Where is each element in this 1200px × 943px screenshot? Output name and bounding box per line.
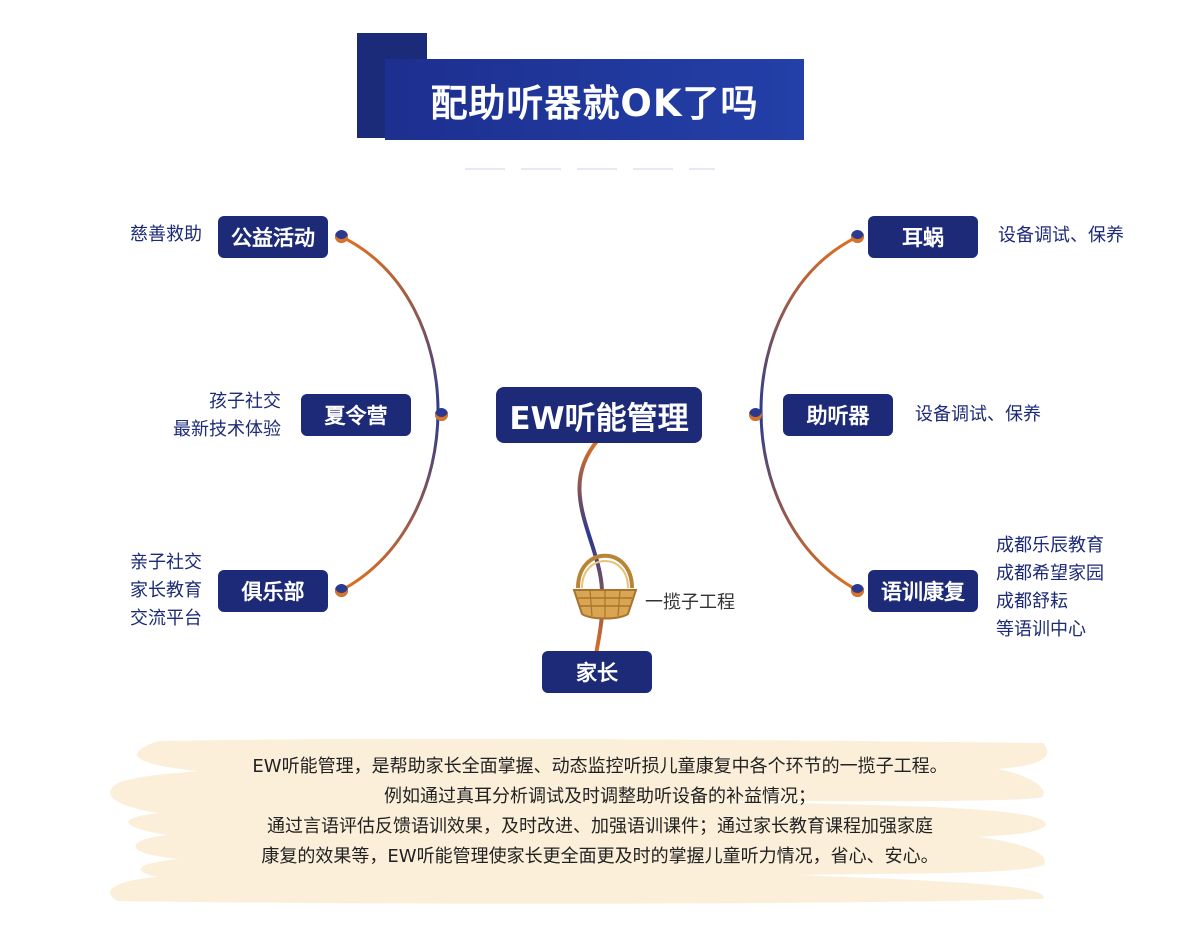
note-club: 亲子社交 家长教育 交流平台 [130,552,202,629]
note-summer-camp: 孩子社交 最新技术体验 [173,391,281,440]
basket-icon [572,553,638,620]
description-text: EW听能管理，是帮助家长全面掌握、动态监控听损儿童康复中各个环节的一揽子工程。 … [252,756,948,867]
center-stem [577,438,605,656]
note-cochlear-implant: 设备调试、保养 [998,225,1124,246]
node-speech-rehab: 语训康复 [868,570,978,612]
left-bottom-dot [335,584,348,597]
node-club: 俱乐部 [218,570,328,612]
note-hearing-aid: 设备调试、保养 [915,404,1041,425]
node-charity: 公益活动 [218,216,328,258]
left-top-dot [335,230,348,243]
right-mid-dot [749,408,762,421]
page-title: 配助听器就OK了吗 [385,59,804,140]
node-parents: 家长 [542,651,652,693]
node-center-ew: EW听能管理 [496,387,702,443]
paint-stroke-background [110,738,1048,904]
node-hearing-aid: 助听器 [783,394,893,436]
right-top-dot [851,230,864,243]
note-charity: 慈善救助 [130,224,202,245]
left-mid-dot [435,408,448,421]
note-speech-rehab: 成都乐辰教育 成都希望家园 成都舒耘 等语训中心 [996,535,1104,640]
right-bottom-dot [851,584,864,597]
title-divider [465,168,715,170]
node-summer-camp: 夏令营 [301,394,411,436]
node-cochlear-implant: 耳蜗 [868,216,978,258]
basket-label: 一揽子工程 [645,592,735,613]
